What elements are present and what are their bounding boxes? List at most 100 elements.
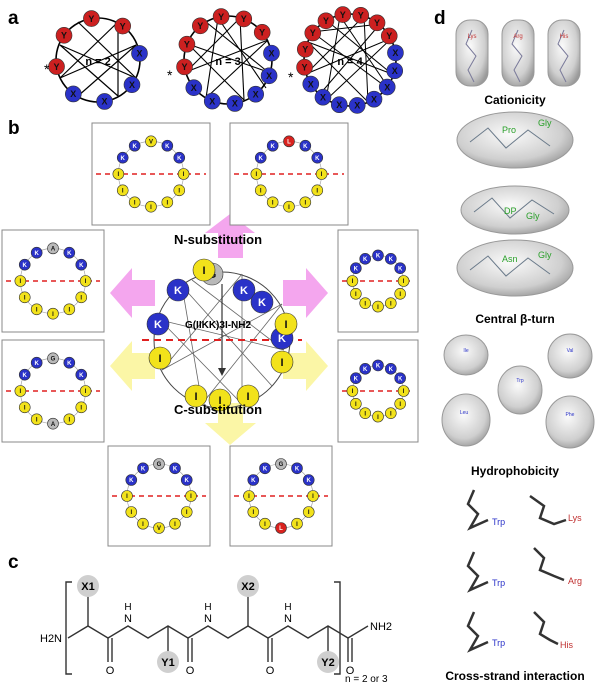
residue-letter: I [158, 353, 161, 365]
arg-label: Arg [568, 576, 582, 586]
residue-letter: X [129, 80, 135, 90]
residue-node [247, 474, 260, 486]
residue-node [302, 75, 320, 93]
residue-node [178, 35, 196, 53]
residue-node [145, 200, 157, 213]
residue-letter: K [376, 254, 381, 260]
residue-node [65, 85, 82, 103]
residue-letter: I [80, 295, 82, 301]
his-label: His [560, 640, 573, 650]
residue-node [317, 12, 335, 30]
residue-node [302, 474, 315, 486]
residue-letter: X [70, 89, 76, 99]
leu-label: Leu [460, 410, 469, 416]
residue-node [302, 506, 315, 518]
repeat-label: n = 2 or 3 [345, 674, 388, 685]
residue-node [235, 10, 253, 28]
residue-node [75, 291, 88, 304]
residue-node [352, 6, 370, 24]
turn2-label-b: Gly [526, 211, 540, 221]
residue-node [296, 58, 313, 76]
residue-letter: X [320, 92, 326, 102]
residue-node [226, 95, 244, 112]
residue-letter: X [384, 82, 390, 92]
residue-node [169, 517, 181, 530]
residue-node [384, 253, 397, 265]
residue-node [63, 413, 76, 426]
residue-letter: I [304, 200, 306, 206]
residue-node [83, 10, 100, 27]
residue-node [232, 278, 256, 302]
residue-node [185, 79, 203, 96]
residue-letter: I [260, 188, 262, 194]
residue-node [291, 462, 303, 475]
residue-letter: K [173, 466, 178, 472]
n-atom: N [124, 613, 132, 625]
star-marker: * [288, 69, 294, 85]
residue-node [63, 356, 76, 369]
residue-letter: I [142, 522, 144, 528]
residue-letter: Y [386, 31, 392, 41]
residue-node [260, 67, 278, 85]
residue-node [166, 278, 190, 302]
residue-node [131, 45, 148, 62]
residue-letter: X [253, 89, 259, 99]
residue-node [315, 168, 328, 180]
residue-letter: I [20, 279, 22, 285]
residue-letter: G [157, 462, 162, 468]
residue-letter: X [336, 100, 342, 110]
residue-node [180, 506, 193, 518]
residue-node [259, 462, 271, 475]
residue-letter: I [218, 395, 221, 407]
residue-node [314, 88, 332, 106]
residue-node [394, 372, 406, 385]
residue-node [250, 168, 263, 180]
residue-letter: A [51, 422, 56, 428]
nh2-label: NH2 [370, 621, 392, 633]
residue-node [275, 522, 287, 534]
residue-node [114, 17, 131, 35]
residue-letter: I [364, 411, 366, 417]
residue-letter: K [129, 478, 134, 484]
residue-node [359, 363, 372, 375]
panel-d-label: d [434, 8, 446, 29]
residue-node [378, 78, 396, 96]
residue-node [112, 168, 125, 180]
residue-node [18, 291, 31, 304]
residue-node [372, 410, 384, 423]
n-atom: N [204, 613, 212, 625]
trp-label: Trp [492, 578, 505, 588]
residue-letter: Y [358, 11, 364, 21]
residue-letter: X [266, 71, 272, 81]
residue-node [18, 368, 31, 381]
residue-letter: Y [54, 62, 60, 72]
residue-letter: K [389, 367, 394, 373]
residue-node [212, 8, 230, 25]
residue-letter: K [79, 263, 84, 269]
c-substitution-label: C-substitution [174, 402, 262, 417]
residue-letter: K [67, 251, 72, 257]
residue-letter: I [150, 205, 152, 211]
residue-node [123, 76, 141, 93]
residue-letter: Y [184, 39, 190, 49]
n-substitution-label: N-substitution [174, 232, 262, 247]
residue-letter: K [141, 466, 146, 472]
panel-a: a n = 2 n = 3 [0, 0, 420, 118]
residue-node [299, 196, 312, 209]
residue-node [185, 490, 197, 502]
residue-letter: I [399, 402, 401, 408]
residue-letter: I [364, 301, 366, 307]
residue-node [47, 242, 59, 255]
residue-letter: L [287, 140, 291, 146]
residue-letter: I [68, 307, 70, 313]
residue-node [30, 413, 43, 426]
residue-letter: K [133, 144, 138, 150]
residue-node [330, 96, 348, 114]
residue-node [384, 297, 397, 309]
residue-node [394, 397, 406, 410]
residue-node [169, 462, 181, 475]
residue-letter: V [149, 140, 153, 146]
